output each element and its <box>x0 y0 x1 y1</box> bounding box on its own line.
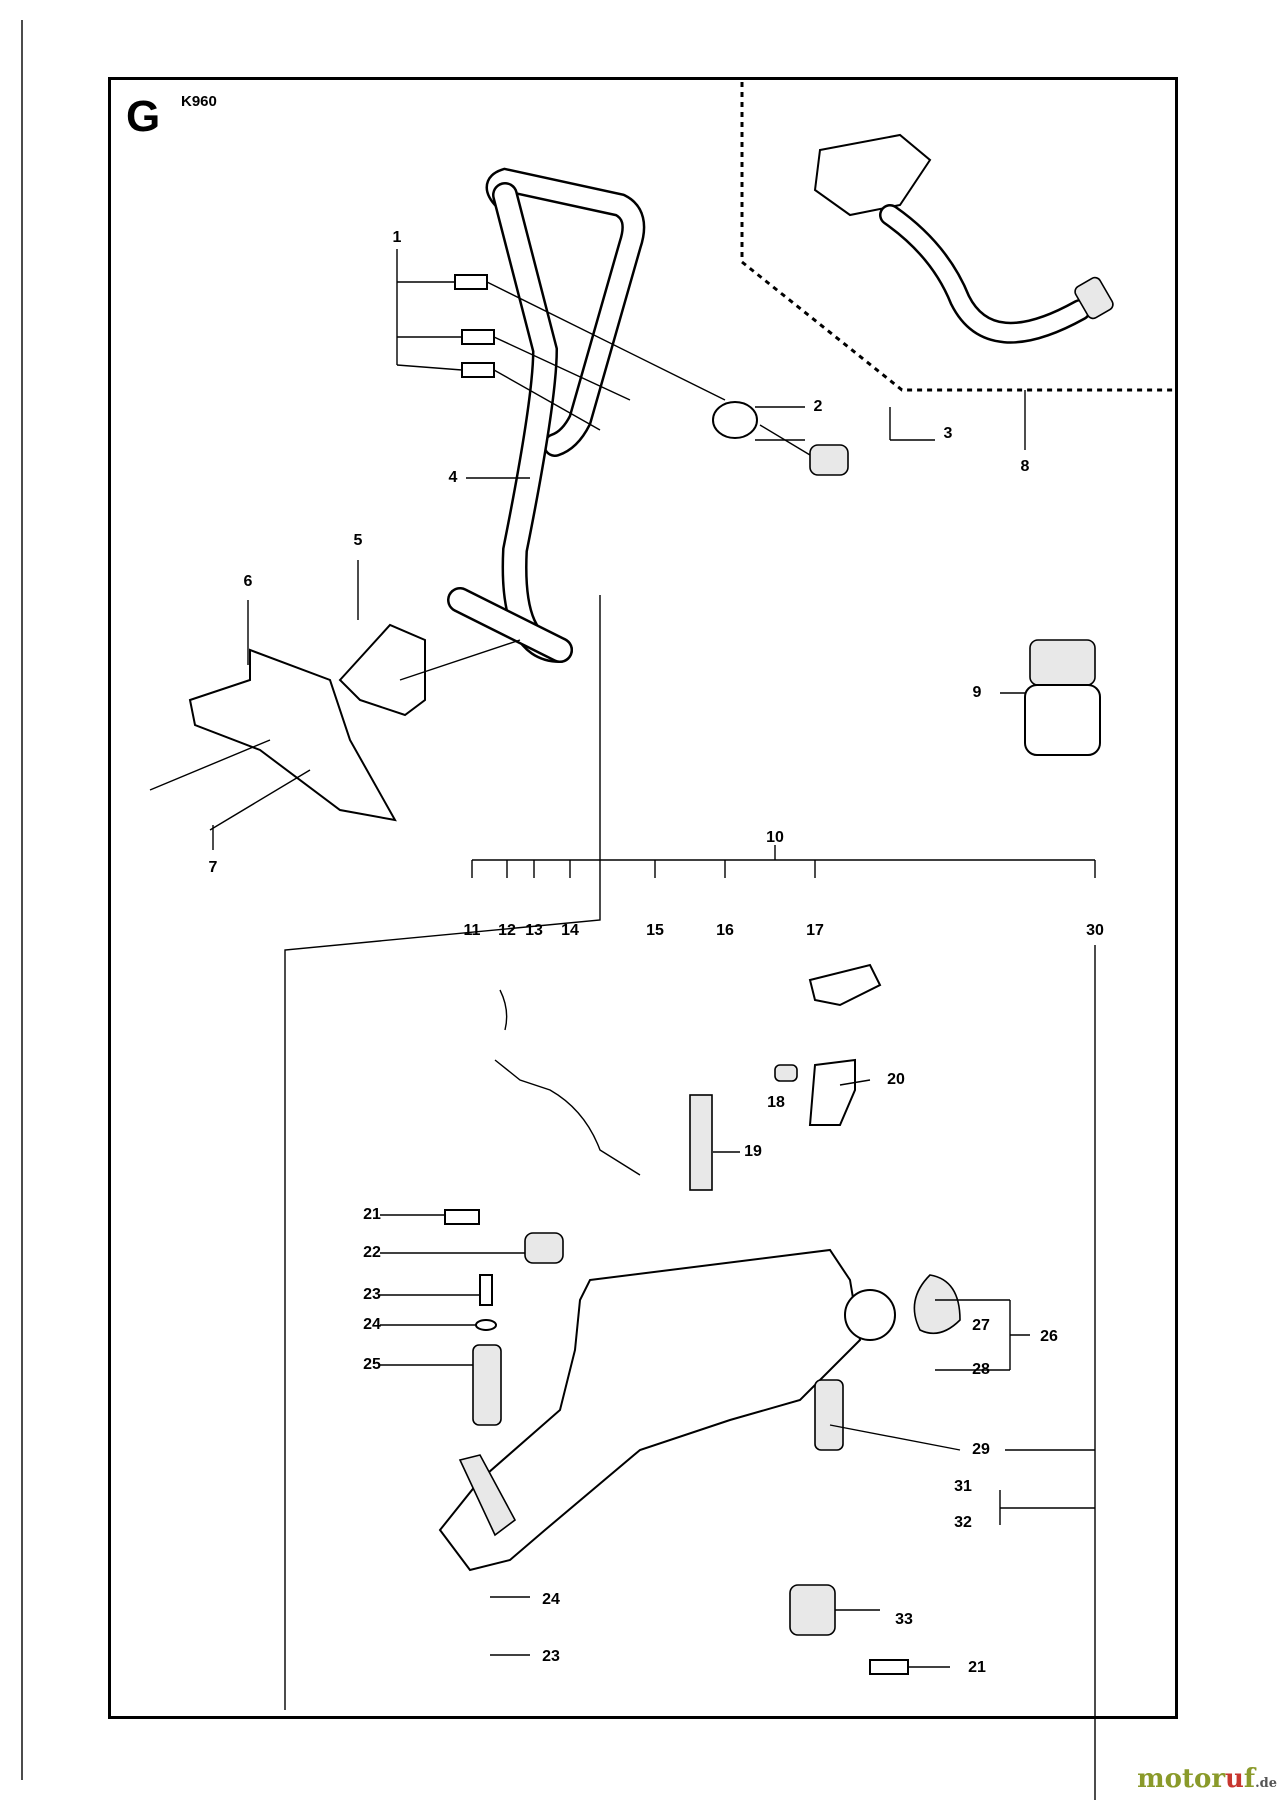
callout-label: 24 <box>363 1316 381 1333</box>
callout-label: 13 <box>525 922 543 939</box>
callout-label: 28 <box>972 1361 990 1378</box>
callout-label: 25 <box>363 1356 381 1373</box>
callout-label: 2 <box>813 398 823 415</box>
clamp-and-spring-parts <box>712 401 849 476</box>
projection-line <box>284 595 601 1710</box>
bracket-parts <box>149 623 521 831</box>
callout-label: 16 <box>716 922 734 939</box>
callout-label: 31 <box>954 1478 972 1495</box>
callout-label: 10 <box>766 829 784 846</box>
cap-part <box>1024 639 1101 756</box>
callout-label: 26 <box>1040 1328 1058 1345</box>
callout-label: 18 <box>767 1094 785 1111</box>
callout-label: 14 <box>561 922 579 939</box>
front-handle-part <box>447 167 646 663</box>
callout-label: 15 <box>646 922 664 939</box>
callout-label: 3 <box>943 425 953 442</box>
callout-label: 22 <box>363 1244 381 1261</box>
callout-label: 33 <box>895 1611 913 1628</box>
callout-label: 21 <box>968 1659 986 1676</box>
callout-label: 8 <box>1020 458 1030 475</box>
callout-tree-10 <box>471 845 1096 1800</box>
water-hose-part <box>813 133 1114 344</box>
callout-label: 19 <box>744 1143 762 1160</box>
callout-label: 9 <box>972 684 982 701</box>
bolts-part <box>454 274 726 431</box>
callout-label: 21 <box>363 1206 381 1223</box>
callout-label: 17 <box>806 922 824 939</box>
callout-label: 5 <box>353 532 363 549</box>
callout-label: 7 <box>208 859 218 876</box>
callout-label: 23 <box>363 1286 381 1303</box>
callout-label: 30 <box>1086 922 1104 939</box>
callout-label: 23 <box>542 1648 560 1665</box>
model-label: K960 <box>181 93 217 110</box>
callout-label: 6 <box>243 573 253 590</box>
watermark: motoruf.de <box>1137 1764 1277 1794</box>
callout-label: 1 <box>392 229 402 246</box>
callout-label: 12 <box>498 922 516 939</box>
screws-and-springs <box>444 1209 909 1675</box>
callout-label: 32 <box>954 1514 972 1531</box>
leader-lines <box>212 249 1095 1668</box>
callout-label: 20 <box>887 1071 905 1088</box>
callout-label: 29 <box>972 1441 990 1458</box>
diagram-frame <box>108 77 1178 1719</box>
throttle-parts <box>494 963 882 1191</box>
callout-label: 11 <box>463 922 481 939</box>
dotted-boundary <box>740 82 1176 392</box>
section-letter: G <box>126 92 161 141</box>
callout-label: 27 <box>972 1317 990 1334</box>
callout-label: 24 <box>542 1591 560 1608</box>
callout-label: 4 <box>448 469 458 486</box>
rear-handle-housing <box>438 1248 961 1572</box>
